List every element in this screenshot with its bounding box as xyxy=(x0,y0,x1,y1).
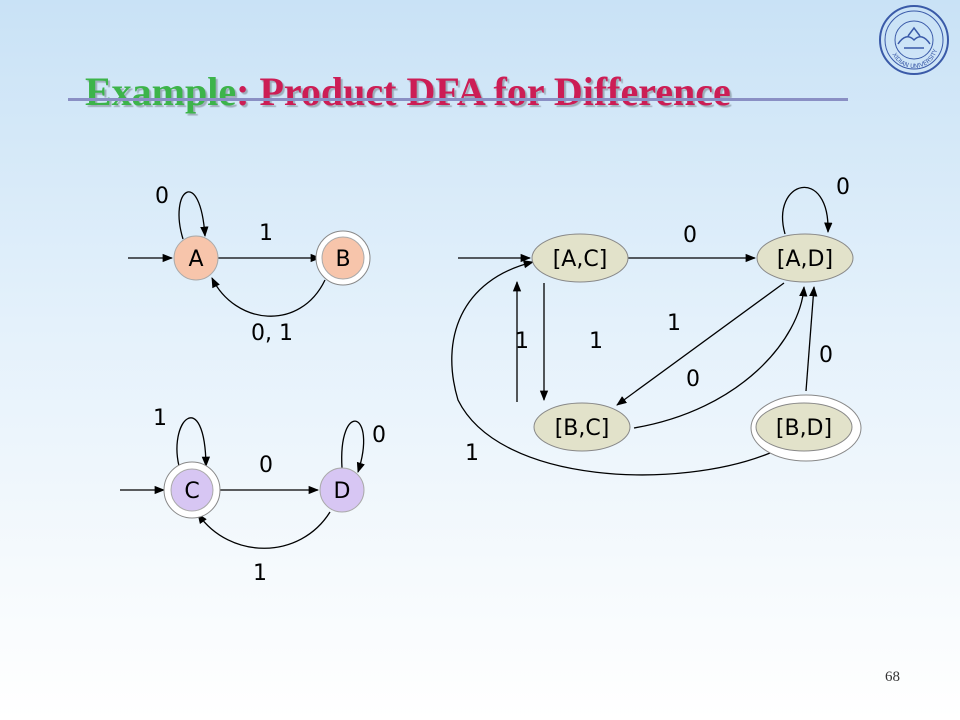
state-AC xyxy=(531,233,629,283)
title-part-rest: : Product DFA for Difference xyxy=(236,69,731,114)
state-A-label: A xyxy=(188,247,203,272)
edge-AD-BC xyxy=(616,282,785,406)
state-AC-label: [A,C] xyxy=(553,247,608,272)
label-BD-AC: 1 xyxy=(465,441,479,466)
dfa2-label-D-D: 0 xyxy=(372,423,386,448)
state-D xyxy=(319,467,365,513)
state-A xyxy=(173,235,219,281)
state-BD-label: [B,D] xyxy=(776,416,832,441)
state-B xyxy=(321,236,365,280)
label-AD-AD: 0 xyxy=(836,175,850,200)
state-C xyxy=(170,468,214,512)
state-C-label: C xyxy=(184,479,199,504)
dfa2-graph: C D 1 0 0 1 xyxy=(120,406,386,586)
edge-AD-AD xyxy=(782,186,833,235)
product-dfa-graph: [A,C] [A,D] [B,C] [B,D] 0 0 1 1 1 0 0 1 xyxy=(451,175,862,476)
dfa2-edge-D-C xyxy=(197,511,331,549)
state-BC-label: [B,C] xyxy=(555,416,610,441)
dfa1-label-B-A: 0, 1 xyxy=(251,321,293,346)
edge-BC-AD xyxy=(633,285,808,429)
dfa2-edge-D-D xyxy=(341,420,365,473)
state-D-label: D xyxy=(334,479,351,504)
dfa1-edge-B-A xyxy=(211,277,326,317)
label-BC-AD: 0 xyxy=(686,367,700,392)
edge-BD-AD xyxy=(805,285,818,392)
page-title: Example: Product DFA for Difference xyxy=(85,68,731,115)
label-AD-BC: 1 xyxy=(667,311,681,336)
state-AD xyxy=(756,233,854,283)
state-AD-label: [A,D] xyxy=(777,247,833,272)
title-underline xyxy=(68,98,848,101)
dfa2-label-D-C: 1 xyxy=(253,561,267,586)
dfa1-label-A-B: 1 xyxy=(259,221,273,246)
edge-BD-AC xyxy=(451,260,771,476)
label-AC-BC: 1 xyxy=(589,329,603,354)
page-number: 68 xyxy=(885,669,900,685)
state-B-label: B xyxy=(335,247,350,272)
dfa1-edge-A-A xyxy=(178,191,209,240)
state-BC xyxy=(533,402,631,452)
title-part-example: Example xyxy=(85,69,237,114)
label-BC-AC: 1 xyxy=(515,329,529,354)
dfa2-edge-C-C xyxy=(176,417,211,471)
label-BD-AD: 0 xyxy=(819,343,833,368)
dfa2-label-C-D: 0 xyxy=(259,453,273,478)
dfa2-label-C-C: 1 xyxy=(153,406,167,431)
university-seal-icon: XIDIAN UNIVERSITY xyxy=(879,5,949,75)
state-BD xyxy=(755,402,853,452)
label-AC-AD: 0 xyxy=(683,223,697,248)
dfa1-graph: A B 0 1 0, 1 xyxy=(128,184,371,346)
dfa1-label-A-A: 0 xyxy=(155,184,169,209)
